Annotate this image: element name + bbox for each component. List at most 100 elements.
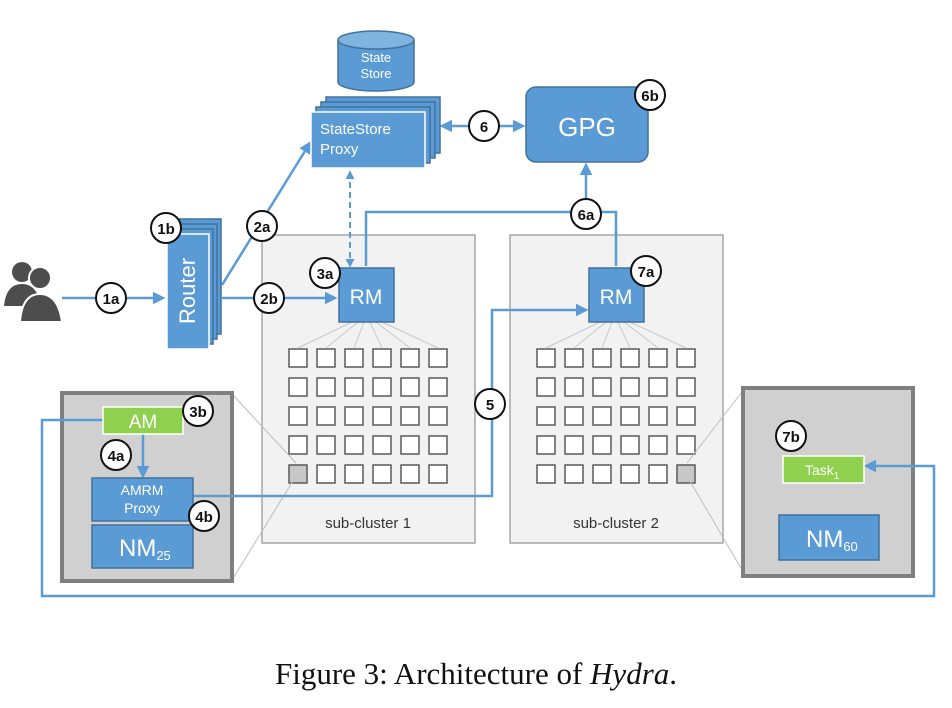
svg-text:3b: 3b xyxy=(189,404,207,421)
badge-5: 5 xyxy=(474,388,506,420)
node-cell xyxy=(564,406,584,426)
node-grid-2 xyxy=(536,348,696,484)
svg-text:1a: 1a xyxy=(103,291,120,308)
badge-3a: 3a xyxy=(309,257,341,289)
node-cell xyxy=(648,406,668,426)
svg-text:2b: 2b xyxy=(260,291,278,308)
node-cell xyxy=(316,377,336,397)
statestore-proxy-line1: StateStore xyxy=(320,121,391,138)
node-cell xyxy=(536,348,556,368)
node-cell xyxy=(400,464,420,484)
nm25-box: NM25 xyxy=(91,524,194,569)
node-cell xyxy=(344,348,364,368)
node-cell xyxy=(676,348,696,368)
node-cell xyxy=(288,377,308,397)
node-cell xyxy=(372,348,392,368)
node-cell xyxy=(316,348,336,368)
svg-text:6a: 6a xyxy=(578,207,595,224)
node-cell xyxy=(372,464,392,484)
badge-1b: 1b xyxy=(150,212,182,244)
rm1-label: RM xyxy=(350,286,383,309)
node-cell xyxy=(316,435,336,455)
node-cell xyxy=(676,406,696,426)
node-cell xyxy=(536,464,556,484)
node-cell xyxy=(428,348,448,368)
node-cell xyxy=(428,464,448,484)
node-cell xyxy=(564,348,584,368)
badge-2b: 2b xyxy=(253,282,285,314)
badge-7b: 7b xyxy=(775,420,807,452)
svg-text:5: 5 xyxy=(486,397,494,414)
badge-6b: 6b xyxy=(634,79,666,111)
node-cell xyxy=(536,406,556,426)
badge-1a: 1a xyxy=(95,282,127,314)
node-cell xyxy=(316,406,336,426)
statestore-proxy: StateStore Proxy xyxy=(310,96,441,169)
svg-text:4a: 4a xyxy=(108,448,125,465)
node-cell-highlighted xyxy=(676,464,696,484)
node-cell xyxy=(620,464,640,484)
caption-suffix: . xyxy=(669,656,678,691)
node-cell xyxy=(344,464,364,484)
statestore-proxy-line2: Proxy xyxy=(320,141,359,158)
badge-6a: 6a xyxy=(570,198,602,230)
nm25-label: NM25 xyxy=(119,535,171,563)
subcluster-2: sub-cluster 2 xyxy=(509,234,724,544)
node-grid-1 xyxy=(288,348,448,484)
node-cell xyxy=(592,464,612,484)
rm1-fan-lines xyxy=(297,321,439,349)
node-cell xyxy=(620,377,640,397)
amrm-proxy-line1: AMRM xyxy=(121,482,164,498)
node-cell xyxy=(536,377,556,397)
svg-text:2a: 2a xyxy=(254,219,271,236)
svg-text:4b: 4b xyxy=(195,509,213,526)
badge-7a: 7a xyxy=(630,255,662,287)
badge-4a: 4a xyxy=(100,439,132,471)
node-cell xyxy=(648,464,668,484)
node-cell xyxy=(288,435,308,455)
node-cell xyxy=(288,348,308,368)
amrm-proxy-line2: Proxy xyxy=(124,500,160,516)
node-cell xyxy=(344,435,364,455)
node-cell xyxy=(564,435,584,455)
badge-2a: 2a xyxy=(246,210,278,242)
node-cell xyxy=(620,348,640,368)
node-cell xyxy=(648,377,668,397)
node-cell xyxy=(592,435,612,455)
node-cell xyxy=(592,348,612,368)
gpg-label: GPG xyxy=(558,112,616,142)
task-label: Task1 xyxy=(805,462,840,482)
svg-text:7a: 7a xyxy=(638,264,655,281)
router-label: Router xyxy=(175,258,200,324)
node-cell xyxy=(564,377,584,397)
node-cell xyxy=(400,348,420,368)
task-box: Task1 xyxy=(782,455,865,484)
node-cell xyxy=(288,406,308,426)
node-cell xyxy=(428,435,448,455)
node-cell xyxy=(536,435,556,455)
node-cell xyxy=(620,435,640,455)
node-cell xyxy=(344,406,364,426)
node-cell xyxy=(428,377,448,397)
rm2-fan-lines xyxy=(545,321,687,349)
node-cell xyxy=(400,435,420,455)
state-store: State Store xyxy=(337,30,415,92)
users-icon xyxy=(4,262,64,323)
badge-4b: 4b xyxy=(188,500,220,532)
zoom-lines xyxy=(231,387,746,581)
nm60-box: NM60 xyxy=(778,514,880,561)
rm2-label: RM xyxy=(600,286,633,309)
node-cell xyxy=(564,464,584,484)
am-label: AM xyxy=(129,412,158,433)
node-cell xyxy=(400,377,420,397)
router: Router xyxy=(166,218,222,350)
node-cell xyxy=(592,406,612,426)
node-cell xyxy=(372,406,392,426)
caption-emphasis: Hydra xyxy=(590,656,670,691)
node-cell xyxy=(344,377,364,397)
svg-text:1b: 1b xyxy=(157,221,175,238)
state-store-line2: Store xyxy=(360,66,391,81)
svg-text:6: 6 xyxy=(480,119,488,136)
svg-text:3a: 3a xyxy=(317,266,334,283)
